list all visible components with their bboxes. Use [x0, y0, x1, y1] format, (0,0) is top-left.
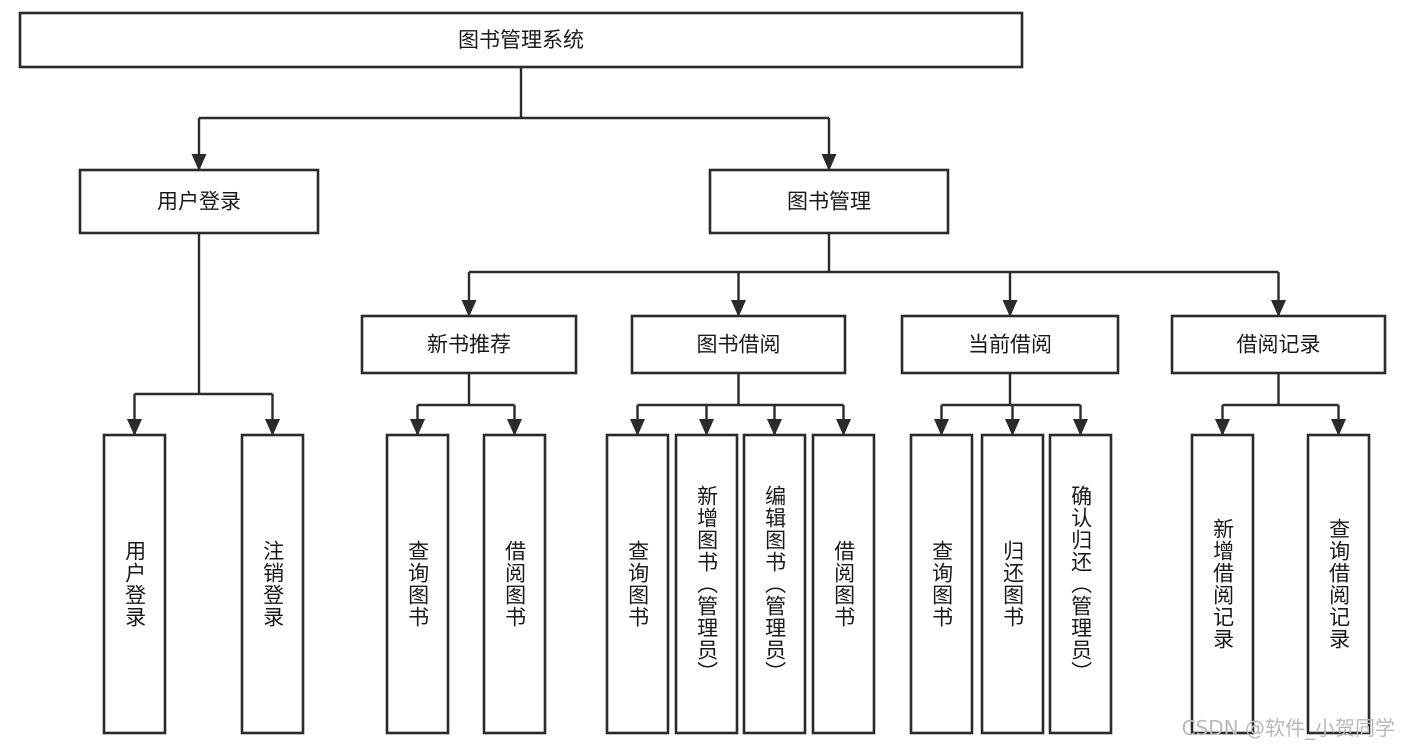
- leaf-leaf-user-login[interactable]: [102, 433, 167, 735]
- user-login-arrow-0: [127, 419, 142, 436]
- node-root[interactable]: [18, 11, 1024, 69]
- book-manage-arrow-1: [731, 300, 746, 317]
- connector-layer: [127, 67, 1346, 436]
- node-user-login[interactable]: [78, 168, 320, 235]
- node-box-layer: [18, 11, 1387, 735]
- leaf-leaf-add-book[interactable]: [674, 433, 739, 735]
- borrow-record-arrow-1: [1331, 419, 1346, 436]
- node-current-borrow[interactable]: [900, 314, 1120, 375]
- node-label-new-book-recommend: 新书推荐: [427, 333, 511, 357]
- node-new-book-recommend[interactable]: [360, 314, 578, 375]
- node-book-borrow[interactable]: [630, 314, 847, 375]
- leaf-leaf-return-book[interactable]: [980, 433, 1045, 735]
- current-borrow-arrow-2: [1073, 419, 1088, 436]
- new-book-recommend-arrow-1: [507, 419, 522, 436]
- current-borrow-arrow-0: [934, 419, 949, 436]
- leaf-leaf-query-book-3[interactable]: [909, 433, 974, 735]
- node-label-borrow-record: 借阅记录: [1237, 333, 1321, 357]
- leaf-leaf-query-book-2[interactable]: [605, 433, 670, 735]
- leaf-leaf-query-record[interactable]: [1306, 433, 1371, 735]
- book-manage-arrow-2: [1002, 300, 1018, 317]
- leaf-leaf-logout[interactable]: [240, 433, 305, 735]
- node-book-manage[interactable]: [708, 168, 950, 235]
- book-manage-arrow-3: [1271, 300, 1286, 317]
- borrow-record-arrow-0: [1215, 419, 1230, 436]
- book-borrow-arrow-0: [630, 419, 645, 436]
- node-label-book-manage: 图书管理: [787, 190, 871, 214]
- user-login-arrow-1: [265, 419, 280, 436]
- root-arrow-1: [821, 154, 837, 171]
- node-label-root: 图书管理系统: [458, 28, 584, 52]
- node-label-book-borrow: 图书借阅: [697, 333, 781, 357]
- leaf-leaf-edit-book[interactable]: [742, 433, 807, 735]
- node-label-current-borrow: 当前借阅: [968, 333, 1052, 357]
- current-borrow-arrow-1: [1005, 419, 1020, 436]
- leaf-leaf-borrow-book-2[interactable]: [811, 433, 876, 735]
- node-borrow-record[interactable]: [1170, 314, 1387, 375]
- leaf-leaf-borrow-book-1[interactable]: [482, 433, 547, 735]
- book-borrow-arrow-3: [836, 419, 851, 436]
- book-manage-arrow-0: [461, 300, 477, 317]
- node-label-user-login: 用户登录: [157, 190, 241, 214]
- leaf-leaf-confirm-return[interactable]: [1048, 433, 1113, 735]
- new-book-recommend-arrow-0: [410, 419, 425, 436]
- leaf-leaf-add-record[interactable]: [1190, 433, 1255, 735]
- root-arrow-0: [191, 154, 207, 171]
- leaf-leaf-query-book-1[interactable]: [385, 433, 450, 735]
- book-borrow-arrow-2: [767, 419, 782, 436]
- book-borrow-arrow-1: [699, 419, 714, 436]
